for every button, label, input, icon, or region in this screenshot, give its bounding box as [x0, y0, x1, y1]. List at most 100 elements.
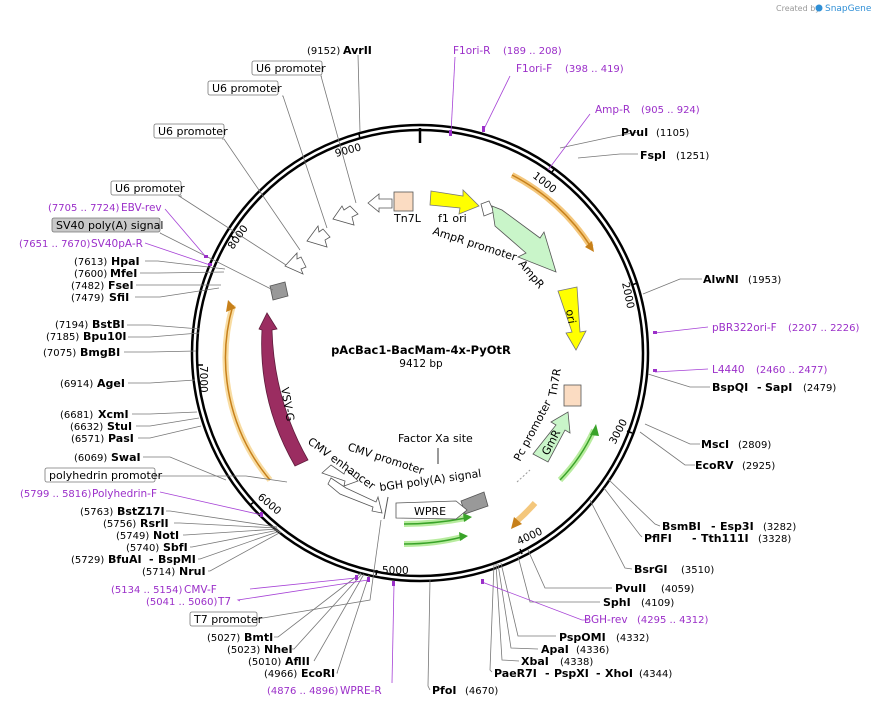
svg-text:(2460 .. 2477): (2460 .. 2477) [756, 365, 828, 376]
right-sites: PvuI (1105) FspI (1251) AlwNI (1953) Bsp… [432, 126, 836, 697]
primer-amp-r: Amp-R [595, 104, 630, 116]
tn7r-label: Tn7R [546, 367, 564, 398]
svg-text:-: - [711, 520, 716, 533]
tn7l-feature [393, 191, 414, 212]
site-bpu10i: Bpu10I [83, 330, 127, 343]
site-aflii: AflII [285, 655, 310, 668]
svg-text:-: - [596, 667, 601, 680]
vsvg-label: VSV-G [278, 386, 297, 422]
site-pos-sphi: (4109) [641, 598, 674, 609]
primer-ebv-rev: EBV-rev [121, 202, 162, 214]
primer-pbr322ori-f: pBR322ori-F [712, 322, 777, 334]
u6-arrow-2 [306, 224, 331, 248]
ampr-feature [491, 205, 557, 273]
sv40-polya-label: SV40 poly(A) signal [56, 219, 163, 232]
watermark: Created by SnapGene [776, 4, 872, 14]
svg-text:(5799 .. 5816): (5799 .. 5816) [20, 489, 92, 500]
site-sapi: SapI [765, 381, 792, 394]
site-pos-apai: (4336) [576, 645, 609, 656]
svg-text:(5740): (5740) [126, 543, 159, 554]
watermark-prefix: Created by [776, 4, 820, 13]
site-bstbi: BstBI [92, 318, 125, 331]
site-pos-pvuii: (4059) [661, 584, 694, 595]
site-nhei: NheI [264, 643, 293, 656]
site-pos-ecorv: (2925) [742, 461, 775, 472]
svg-text:(6681): (6681) [60, 410, 93, 421]
svg-text:(7194): (7194) [55, 320, 88, 331]
site-rsrii: RsrII [140, 517, 169, 530]
site-sfii: SfiI [109, 291, 129, 304]
svg-text:(6571): (6571) [71, 434, 104, 445]
feature-arcs [222, 172, 599, 547]
primer-f1ori-f: F1ori-F [516, 63, 552, 75]
site-bsmbi: BsmBI [662, 520, 701, 533]
svg-text:-: - [692, 532, 697, 545]
watermark-brand: SnapGene [825, 4, 872, 14]
tn7r-feature [563, 384, 582, 407]
svg-text:(5023): (5023) [227, 645, 260, 656]
tick-5000: 5000 [382, 565, 409, 577]
site-xcmi: XcmI [98, 408, 129, 421]
site-paer7i: PaeR7I [494, 667, 537, 680]
backbone [190, 123, 650, 583]
tn7l-label: Tn7L [393, 212, 422, 225]
snapgene-logo-icon [815, 4, 823, 12]
boxed-labels: U6 promoter U6 promoter U6 promoter U6 p… [44, 60, 326, 627]
site-pos-paer7i: (4344) [639, 669, 672, 680]
u6-promoter-label-3: U6 promoter [158, 125, 228, 138]
site-ecori: EcoRI [301, 667, 335, 680]
site-stui: StuI [107, 420, 132, 433]
svg-text:(4876 .. 4896): (4876 .. 4896) [267, 686, 339, 697]
primer-cmv-f: CMV-F [184, 584, 217, 596]
site-pfoi: PfoI [432, 684, 457, 697]
u6-promoter-label-1: U6 promoter [256, 62, 326, 75]
u6-promoter-label-2: U6 promoter [212, 82, 282, 95]
left-sites: (7613) HpaI (7600) MfeI (7482) FseI (747… [43, 255, 335, 680]
u6-arrow-1 [284, 251, 307, 275]
svg-text:-: - [757, 381, 762, 394]
site-sphi: SphI [603, 596, 631, 609]
site-pspomi: PspOMI [559, 631, 606, 644]
sv40-polya-feature [269, 281, 289, 301]
cmv-promoter-feature [321, 464, 359, 487]
tick-2000: 2000 [619, 281, 636, 310]
site-agei: AgeI [97, 377, 125, 390]
svg-text:(5041 .. 5060): (5041 .. 5060) [146, 597, 218, 608]
svg-text:(5134 .. 5154): (5134 .. 5154) [111, 585, 183, 596]
tick-4000: 4000 [515, 526, 544, 548]
u6-arrow-3 [332, 205, 359, 226]
tick-7000: 7000 [197, 366, 209, 393]
bgh-label: bGH poly(A) signal [379, 467, 483, 494]
primer-polyhedrin-f: Polyhedrin-F [92, 488, 157, 500]
f1-ori-arrow [429, 189, 480, 215]
site-mfei: MfeI [110, 267, 137, 280]
orange-arc-bottom [515, 501, 538, 524]
svg-text:(7482): (7482) [71, 281, 104, 292]
svg-text:(6069): (6069) [74, 453, 107, 464]
site-pos-pflfi: (3328) [758, 534, 791, 545]
polyhedrin-promoter-label: polyhedrin promoter [49, 469, 163, 482]
site-leaders [124, 54, 710, 691]
tick-9000: 9000 [334, 141, 363, 160]
site-pvui: PvuI [621, 126, 648, 139]
site-bsrgi: BsrGI [634, 563, 667, 576]
gmr-feature [532, 411, 571, 463]
site-swai: SwaI [111, 451, 141, 464]
site-pos-avrii: (9152) [307, 46, 340, 57]
svg-text:-: - [149, 553, 154, 566]
wpre-feature [395, 500, 468, 520]
svg-text:(5027): (5027) [207, 633, 240, 644]
site-pos-msci: (2809) [738, 440, 771, 451]
svg-text:(7479): (7479) [71, 293, 104, 304]
site-apai: ApaI [541, 643, 569, 656]
svg-text:(5749): (5749) [116, 531, 149, 542]
svg-text:(5756): (5756) [103, 519, 136, 530]
factor-xa-label: Factor Xa site [398, 432, 473, 445]
site-xbai: XbaI [521, 655, 549, 668]
svg-text:(398 .. 419): (398 .. 419) [565, 64, 624, 75]
primer-bgh-rev: BGH-rev [584, 614, 628, 626]
svg-text:(7613): (7613) [74, 257, 107, 268]
site-bmgbi: BmgBI [80, 346, 120, 359]
svg-text:(5714): (5714) [142, 567, 175, 578]
site-pos-xbai: (4338) [560, 657, 593, 668]
